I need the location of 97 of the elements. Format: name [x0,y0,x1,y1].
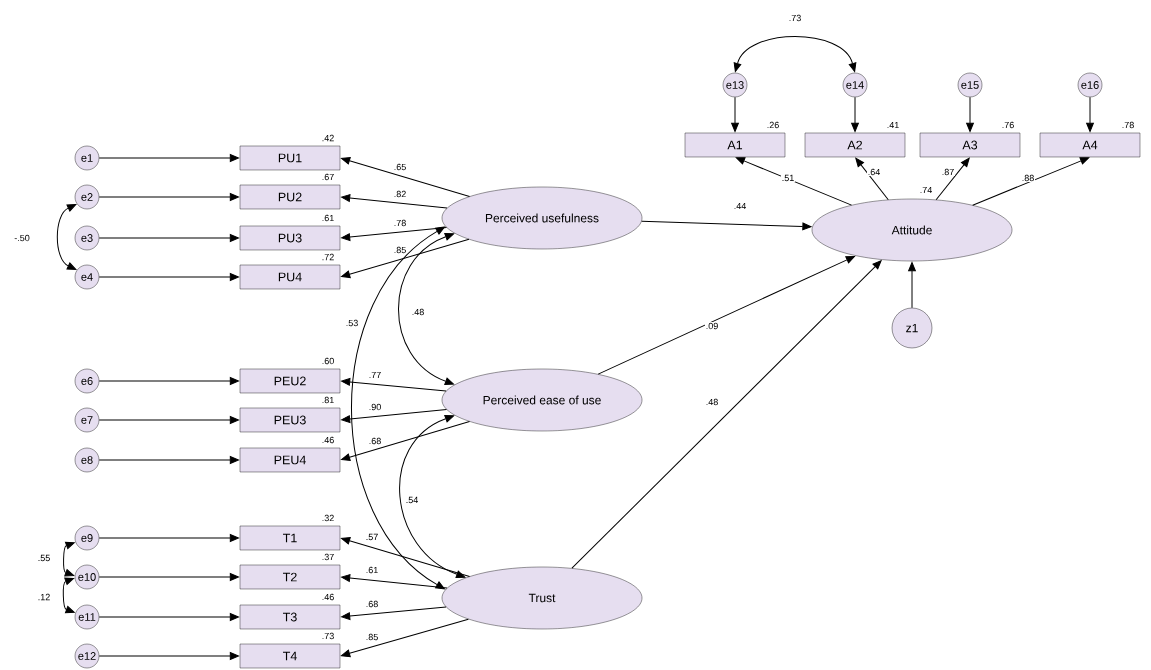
indicator-box: T2 [239,564,341,590]
r-squared-label: .78 [1122,121,1134,129]
arrow [735,157,853,206]
r-squared-label: .74 [920,186,932,194]
arrow [98,534,239,542]
arrow [851,96,859,132]
arrow [98,613,239,621]
covariance-arrow [62,577,75,614]
edge-label: .87 [940,168,956,176]
indicator-box: PEU3 [239,407,341,433]
edge-label: .68 [367,437,383,445]
indicator-box: T1 [239,525,341,551]
arrow [972,157,1090,206]
arrow [98,273,239,281]
arrow [341,378,447,392]
arrow [341,618,469,658]
edge-label: .57 [364,533,380,541]
edge-label: .61 [364,566,380,574]
arrow [731,96,739,132]
r-squared-label: .46 [322,436,334,444]
arrow [597,255,856,375]
arrow [341,238,470,279]
r-squared-label: .37 [322,553,334,561]
indicator-box: A4 [1039,132,1141,158]
arrow [341,156,471,197]
indicator-box: T3 [239,604,341,630]
r-squared-label: .61 [322,214,334,222]
edge-label: .44 [732,202,748,210]
edge-label: .88 [1020,174,1036,182]
covariance-arrow [398,232,455,386]
arrow [98,234,239,242]
covariance-arrow [399,414,466,579]
r-squared-label: .60 [322,357,334,365]
indicator-box: PU1 [239,145,341,171]
arrow [98,573,239,581]
edge-label: .85 [364,633,380,641]
arrow [98,154,239,162]
indicator-box: PEU2 [239,368,341,394]
edge-label: .48 [410,308,426,316]
r-squared-label: .76 [1002,121,1014,129]
r-squared-label: .72 [322,253,334,261]
arrow [641,220,812,231]
arrow [908,262,916,309]
r-squared-label: .46 [322,593,334,601]
r-squared-label: .81 [322,396,334,404]
edge-label: -.50 [13,234,31,242]
covariance-arrow [63,541,75,577]
arrow [1086,96,1094,132]
edge-label: .73 [787,14,803,22]
r-squared-label: .41 [887,121,899,129]
r-squared-label: .42 [322,134,334,142]
edge-label: .55 [36,554,52,562]
edge-label: .54 [404,496,420,504]
edge-label: .48 [704,398,720,406]
r-squared-label: .32 [322,514,334,522]
indicator-box: PEU4 [239,447,341,473]
covariance-arrow [56,204,77,270]
covariance-arrow [733,36,857,72]
edge-label: .12 [36,593,52,601]
indicator-box: PU2 [239,184,341,210]
arrow [98,416,239,424]
arrow [341,421,471,462]
arrow [341,226,448,241]
arrow [935,157,970,201]
arrow [855,157,889,201]
indicator-box: PU4 [239,264,341,290]
arrow [966,96,974,132]
r-squared-label: .26 [767,121,779,129]
indicator-box: A3 [919,132,1021,158]
arrow [98,193,239,201]
arrow [341,606,447,620]
arrow [341,194,448,209]
edge-label: .78 [392,219,408,227]
arrow [341,536,471,577]
indicator-box: PU3 [239,225,341,251]
indicator-box: A2 [804,132,906,158]
edge-label: .09 [704,322,720,330]
edge-label: .68 [364,600,380,608]
arrow [341,408,448,423]
edge-label: .65 [392,163,408,171]
arrow [98,456,239,464]
covariance-arrow [350,226,445,590]
indicator-box: T4 [239,643,341,669]
arrow [98,377,239,385]
edge-label: .77 [367,371,383,379]
edge-label: .85 [392,246,408,254]
edge-label: .64 [866,168,882,176]
edge-label: .90 [367,403,383,411]
arrow [341,574,448,589]
arrow [98,652,239,660]
edge-label: .82 [392,190,408,198]
r-squared-label: .67 [322,173,334,181]
edge-label: .51 [780,174,796,182]
edge-label: .53 [344,319,360,327]
indicator-box: A1 [684,132,786,158]
r-squared-label: .73 [322,632,334,640]
arrow [571,260,882,569]
